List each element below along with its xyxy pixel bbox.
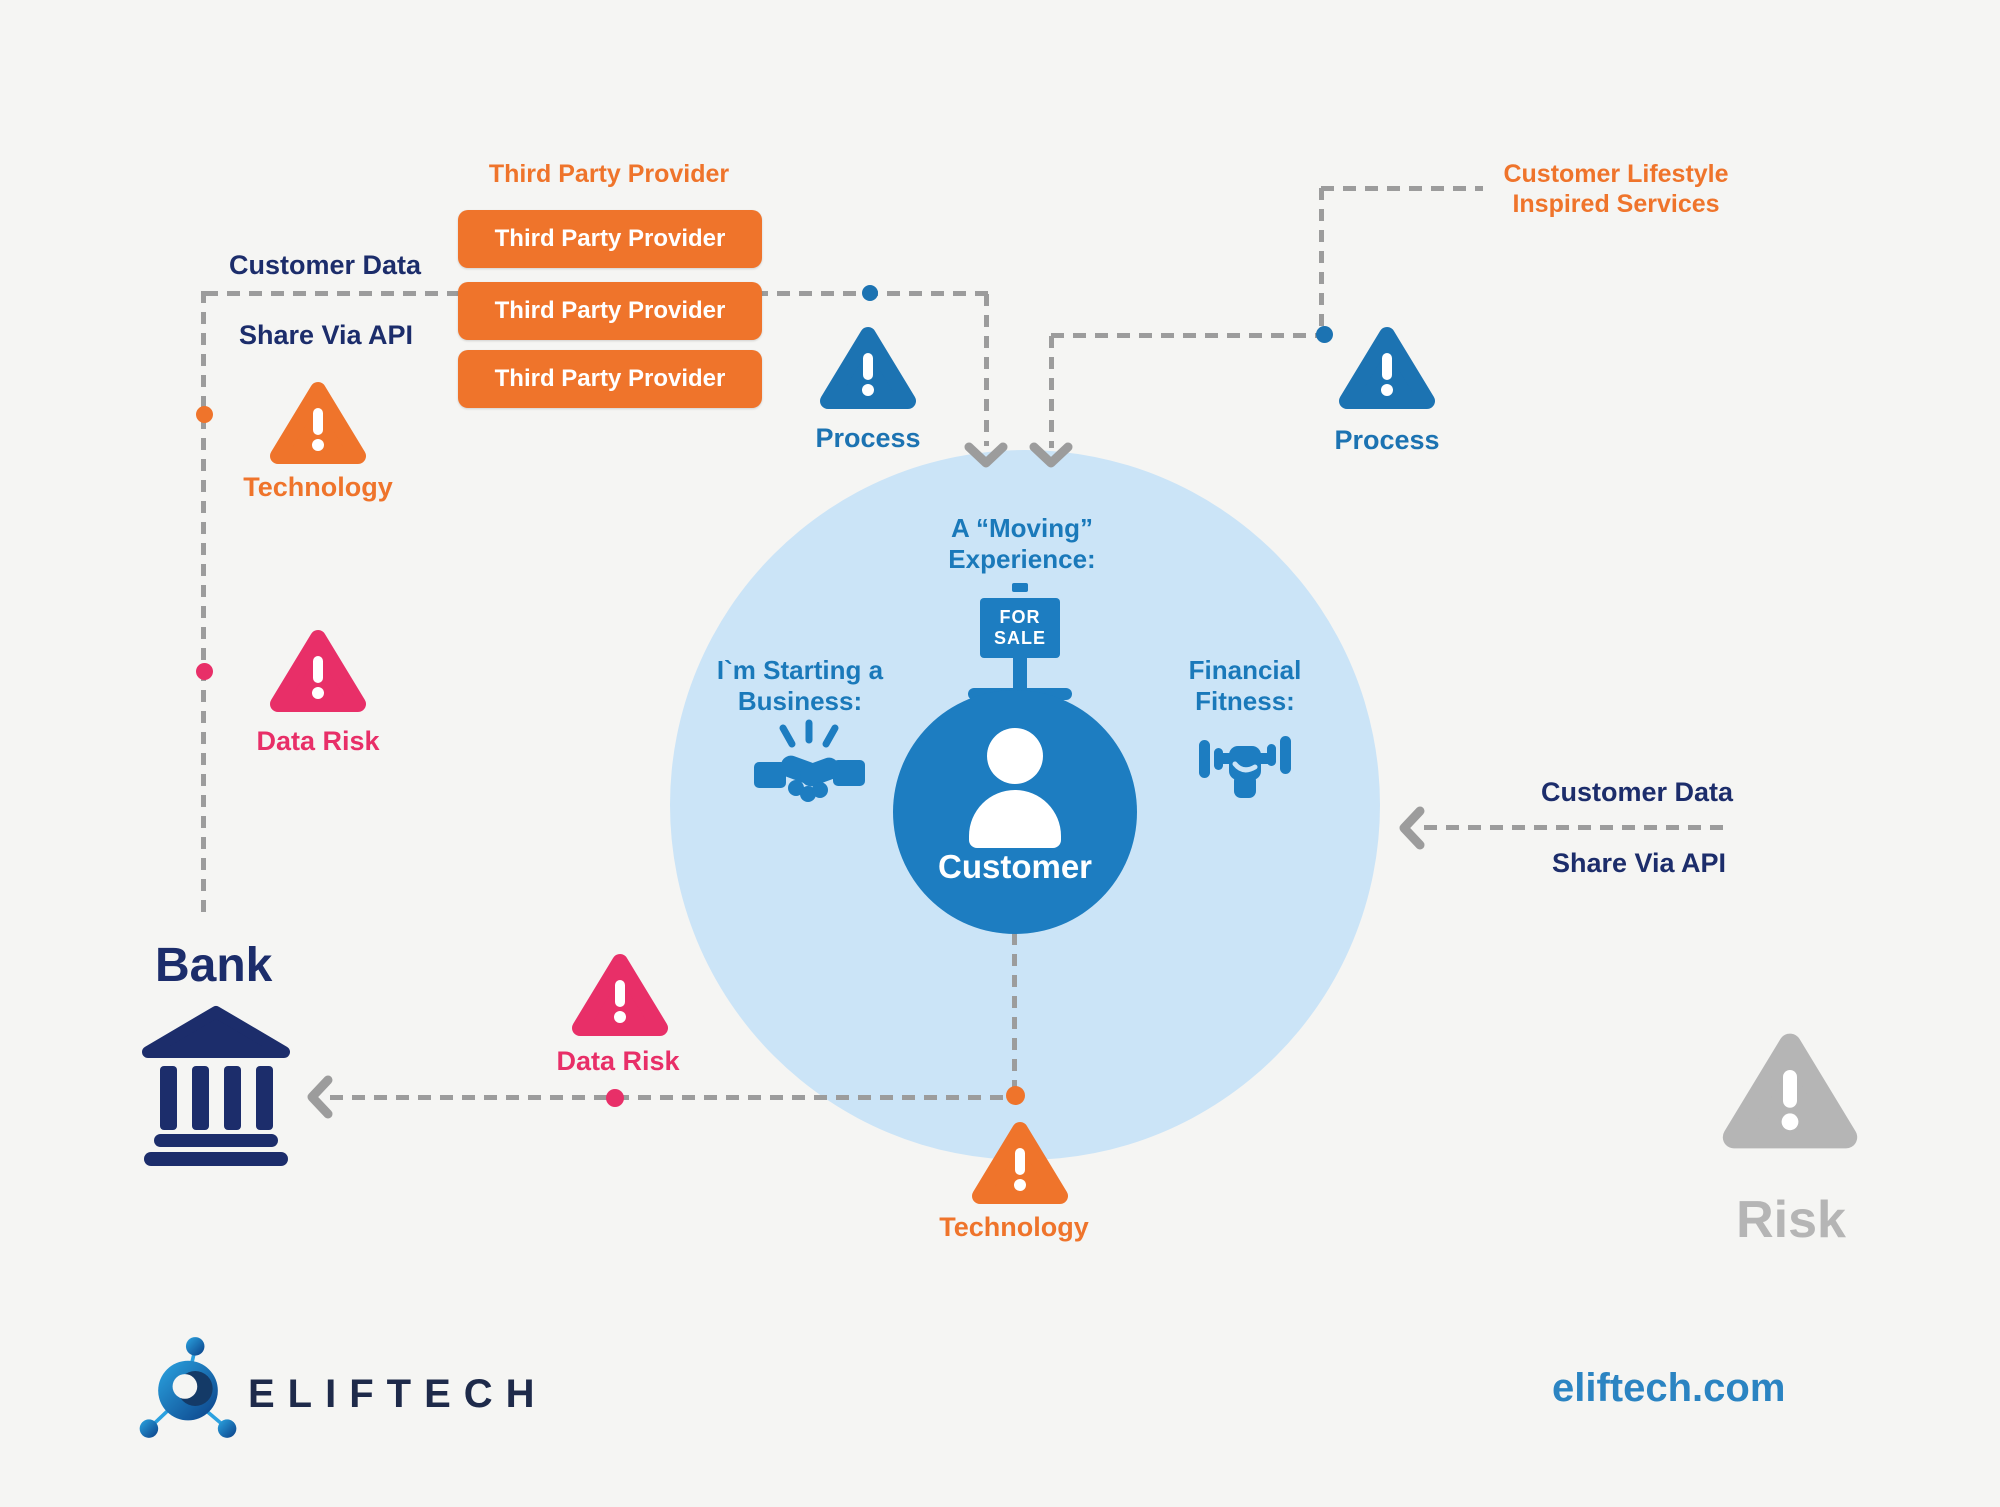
moving-line1: A “Moving” <box>950 513 1094 543</box>
connector-bottom-to-bank <box>330 1095 1017 1100</box>
lifestyle-line1: Customer Lifestyle <box>1503 160 1729 188</box>
connector-left-vertical <box>201 291 206 918</box>
third-party-provider-button[interactable]: Third Party Provider <box>458 350 762 408</box>
connector-dot-pink <box>196 663 213 680</box>
for-sale-sign-icon: FOR SALE <box>960 583 1080 700</box>
for-sale-line1: FOR <box>999 607 1041 628</box>
share-via-api-label-left: Share Via API <box>238 320 414 350</box>
financial-fitness-label: Financial Fitness: <box>1125 655 1365 716</box>
for-sale-sign-tab <box>1012 583 1028 592</box>
moving-experience-label: A “Moving” Experience: <box>862 513 1182 574</box>
data-risk-label-left: Data Risk <box>256 726 380 756</box>
connector-dot-blue <box>862 285 878 301</box>
connector-lifestyle-horizontal <box>1321 186 1483 191</box>
moving-line2: Experience: <box>948 543 1096 574</box>
fitness-line1: Financial <box>1188 655 1302 685</box>
warning-triangle-icon-data-risk-bottom <box>572 954 668 1036</box>
warning-triangle-icon-data-risk <box>270 630 366 712</box>
brand-wordmark: ELIFTECH <box>248 1372 548 1416</box>
connector-dot-pink <box>606 1089 624 1107</box>
arrow-left-icon <box>1399 806 1425 850</box>
business-line1: I`m Starting a <box>716 655 884 685</box>
for-sale-line2: SALE <box>993 628 1046 648</box>
connector-customer-down <box>1012 933 1017 1090</box>
handshake-icon <box>754 719 865 802</box>
business-line2: Business: <box>737 685 863 716</box>
dumbbell-fist-icon <box>1199 736 1291 798</box>
website-link[interactable]: eliftech.com <box>1552 1366 1786 1410</box>
bank-building-icon <box>142 1006 290 1166</box>
arrow-left-icon <box>307 1075 333 1119</box>
warning-triangle-icon-risk <box>1722 1033 1858 1149</box>
connector-dot-orange <box>1006 1086 1025 1105</box>
share-via-api-label-right: Share Via API <box>1551 848 1727 878</box>
starting-business-label: I`m Starting a Business: <box>670 655 930 716</box>
lifestyle-line2: Inspired Services <box>1512 189 1720 218</box>
connector-right-down <box>1049 336 1054 448</box>
customer-data-label-right: Customer Data <box>1540 777 1734 807</box>
connector-right-horizontal <box>1051 333 1325 338</box>
bank-label: Bank <box>155 939 273 992</box>
risk-label: Risk <box>1736 1191 1846 1249</box>
person-icon <box>987 728 1043 784</box>
for-sale-sign-post <box>1013 658 1027 688</box>
eliftech-logo-icon <box>139 1337 237 1438</box>
for-sale-sign-board: FOR SALE <box>980 598 1060 658</box>
connector-dot-blue <box>1316 326 1333 343</box>
customer-label: Customer <box>937 848 1093 885</box>
technology-label-bottom: Technology <box>939 1212 1089 1242</box>
third-party-title: Third Party Provider <box>488 160 730 188</box>
connector-api-right <box>1424 825 1726 830</box>
connector-dot-orange <box>196 406 213 423</box>
lifestyle-services-label: Customer Lifestyle Inspired Services <box>1456 160 1776 219</box>
person-icon-body <box>969 790 1061 848</box>
connector-process-down <box>984 294 989 446</box>
third-party-provider-button[interactable]: Third Party Provider <box>458 282 762 340</box>
warning-triangle-icon-process-right <box>1339 327 1435 409</box>
technology-label-left: Technology <box>243 472 393 502</box>
connector-lifestyle-vertical <box>1319 188 1324 335</box>
arrow-down-icon <box>1029 442 1073 468</box>
process-label-left: Process <box>815 423 921 453</box>
warning-triangle-icon-process-left <box>820 327 916 409</box>
customer-data-label-left: Customer Data <box>228 250 422 280</box>
customer-circle: Customer <box>893 690 1137 934</box>
warning-triangle-icon-technology <box>270 382 366 464</box>
third-party-provider-button[interactable]: Third Party Provider <box>458 210 762 268</box>
data-risk-label-bottom: Data Risk <box>556 1046 680 1076</box>
warning-triangle-icon-technology-bottom <box>972 1122 1068 1204</box>
arrow-down-icon <box>964 442 1008 468</box>
process-label-right: Process <box>1334 425 1440 455</box>
fitness-line2: Fitness: <box>1195 685 1295 716</box>
